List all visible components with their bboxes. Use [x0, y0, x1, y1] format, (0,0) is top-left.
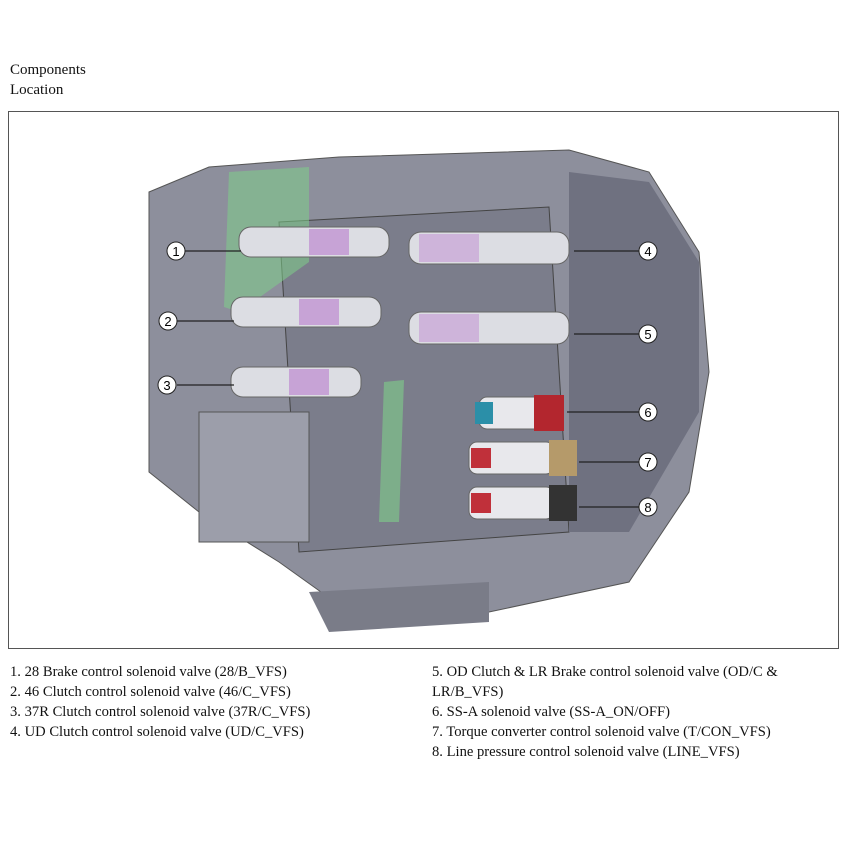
legend-item: 6. SS-A solenoid valve (SS-A_ON/OFF) — [432, 704, 670, 720]
solenoid-3 — [230, 366, 362, 398]
svg-text:1: 1 — [172, 244, 179, 259]
callout-5: 5 — [638, 324, 658, 344]
legend-item: 4. UD Clutch control solenoid valve (UD/… — [10, 724, 304, 740]
callout-8: 8 — [638, 497, 658, 517]
transmission-valve-body-illustration: 1 2 3 4 5 6 7 8 — [148, 149, 710, 632]
solenoid-5 — [408, 311, 570, 345]
solenoid-8 — [468, 485, 577, 521]
callout-3: 3 — [157, 375, 177, 395]
legend-item: 1. 28 Brake control solenoid valve (28/B… — [10, 664, 287, 680]
svg-text:3: 3 — [163, 378, 170, 393]
svg-text:7: 7 — [644, 455, 651, 470]
solenoid-4 — [408, 231, 570, 265]
legend-item: 5. OD Clutch & LR Brake control solenoid… — [432, 664, 778, 680]
legend-right: 5. OD Clutch & LR Brake control solenoid… — [432, 662, 778, 762]
legend-item: 2. 46 Clutch control solenoid valve (46/… — [10, 684, 291, 700]
callout-2: 2 — [158, 311, 178, 331]
svg-text:8: 8 — [644, 500, 651, 515]
illustration-frame: 1 2 3 4 5 6 7 8 — [8, 111, 839, 649]
callout-1: 1 — [166, 241, 186, 261]
solenoid-2 — [230, 296, 382, 328]
solenoid-7 — [468, 440, 577, 476]
legend-item: 7. Torque converter control solenoid val… — [432, 724, 771, 740]
legend-item: LR/B_VFS) — [432, 684, 504, 700]
svg-text:6: 6 — [644, 405, 651, 420]
legend-item: 8. Line pressure control solenoid valve … — [432, 744, 740, 760]
svg-text:2: 2 — [164, 314, 171, 329]
callout-7: 7 — [638, 452, 658, 472]
legend-left: 1. 28 Brake control solenoid valve (28/B… — [10, 662, 310, 742]
heading-location: Location — [10, 82, 64, 98]
svg-text:4: 4 — [644, 244, 651, 259]
svg-text:5: 5 — [644, 327, 651, 342]
solenoid-6 — [475, 395, 564, 431]
callout-4: 4 — [638, 241, 658, 261]
callout-6: 6 — [638, 402, 658, 422]
legend-item: 3. 37R Clutch control solenoid valve (37… — [10, 704, 311, 720]
solenoid-1 — [238, 226, 390, 258]
heading-components: Components — [10, 62, 86, 78]
